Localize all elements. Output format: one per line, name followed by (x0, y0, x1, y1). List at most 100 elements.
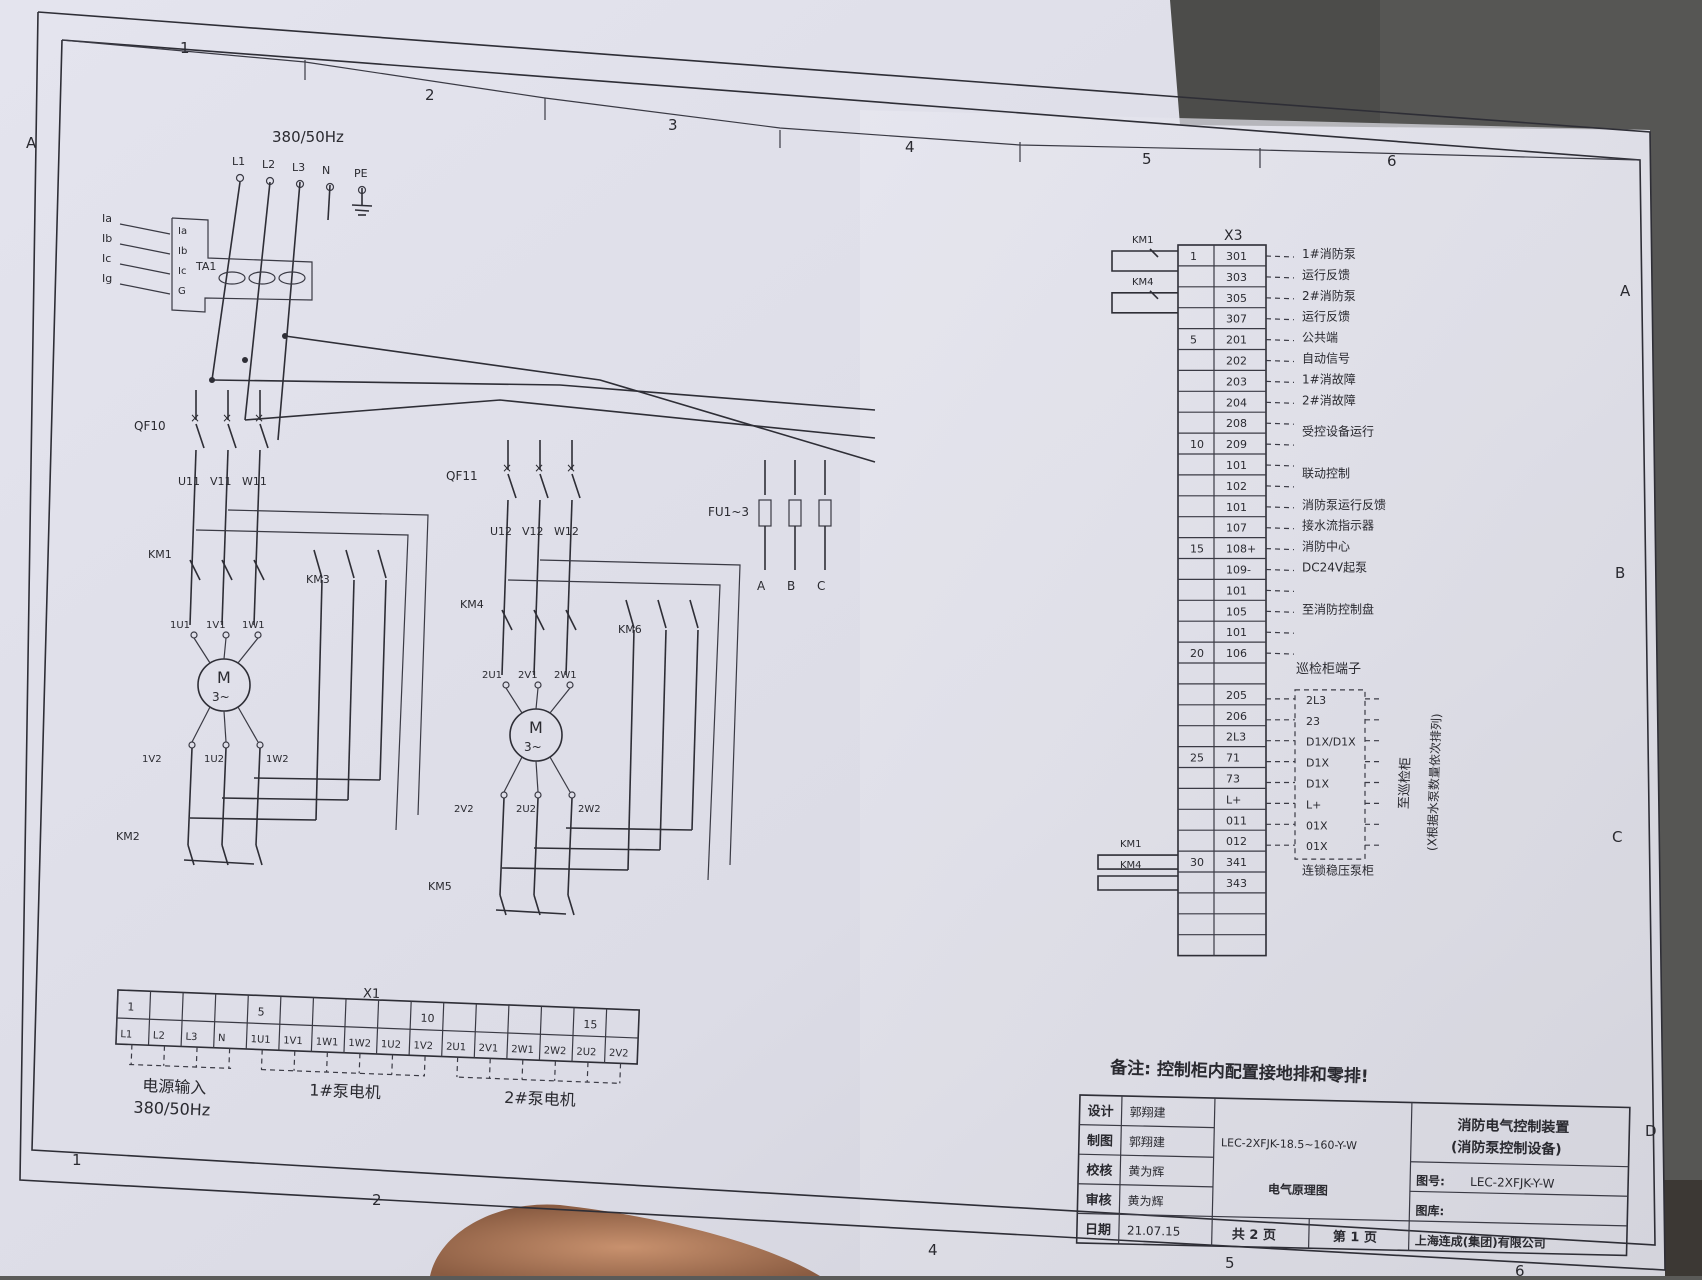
x3-terminal: 208 (1226, 417, 1247, 430)
motor-bottom-term: 2V2 (454, 804, 474, 815)
x1-col-line (506, 1004, 510, 1060)
x3-terminal: 108+ (1226, 543, 1256, 556)
x1-lead (130, 1044, 133, 1065)
delta-wire (627, 629, 635, 871)
x1-index-number: 5 (257, 1005, 264, 1018)
contactor-delta-switch (377, 549, 387, 579)
ct-input-label: Ib (102, 232, 112, 245)
title-row-line (1409, 1220, 1628, 1227)
x3-annotation: 接水流指示器 (1302, 518, 1374, 533)
title-library-label: 图库: (1415, 1203, 1444, 1219)
breaker-out-label: U12 (490, 525, 512, 538)
x1-lead (326, 1052, 328, 1073)
title-row-label: 制图 (1087, 1133, 1113, 1150)
title-row-name: 郭翔建 (1129, 1135, 1165, 1150)
x1-col-line (213, 993, 217, 1048)
x3-output-lead (1265, 652, 1295, 655)
x3-inspection-term: 01X (1306, 819, 1328, 832)
fuse-out-label: C (817, 579, 825, 593)
delta-wire (347, 579, 355, 801)
ct-coil (248, 271, 276, 285)
x3-contact-label: KM4 (1132, 277, 1154, 288)
x3-terminal: 305 (1226, 292, 1247, 305)
ct-input-label: Ig (102, 272, 112, 285)
x1-index-number: 15 (583, 1018, 597, 1032)
contactor-star-switch (499, 894, 507, 916)
paper-right-half (860, 110, 1665, 1276)
x1-lead (195, 1047, 198, 1068)
breaker-out-label: U11 (178, 475, 200, 488)
x3-terminal: 71 (1226, 752, 1240, 765)
x1-lead (423, 1055, 426, 1076)
motor-lead (535, 687, 539, 710)
x1-col-line (310, 997, 315, 1052)
x3-inspection-term: 2L3 (1306, 694, 1326, 707)
x3-terminal: 73 (1226, 773, 1240, 786)
x3-contact-loop (1097, 854, 1178, 870)
star-wire (499, 797, 505, 896)
x1-col-line (441, 1002, 445, 1057)
x3-terminal: 203 (1226, 375, 1247, 388)
x3-output-lead (1265, 380, 1295, 383)
breaker-contact-mark: × (254, 411, 264, 425)
breaker-label: QF10 (134, 419, 166, 433)
ct-input-label: Ic (102, 252, 111, 265)
x3-annotation: 至消防控制盘 (1302, 601, 1374, 616)
x3-annotation: 2#消防泵 (1302, 288, 1356, 303)
delta-wire (659, 629, 667, 851)
title-product-sub: (消防泵控制设备) (1451, 1138, 1562, 1158)
title-drawing-no: LEC-2XFJK-Y-W (1470, 1175, 1555, 1191)
contactor-star-switch (567, 894, 575, 916)
junction-dot (282, 333, 288, 339)
grid-col-label: 2 (425, 86, 435, 104)
x3-terminal: 202 (1226, 355, 1247, 368)
contactor-main-switch (533, 609, 545, 631)
x3-annotation: 受控设备运行 (1302, 425, 1374, 439)
x1-index-number: 10 (420, 1012, 434, 1026)
star-wire (221, 747, 227, 846)
ct-term-label: Ia (178, 226, 187, 237)
title-model: LEC-2XFJK-18.5~160-Y-W (1221, 1136, 1357, 1152)
breaker-contact-mark: × (502, 461, 512, 475)
x1-lead (293, 1050, 296, 1071)
delta-return (189, 817, 317, 821)
title-row-line (1077, 1183, 1213, 1188)
delta-loop (195, 529, 409, 831)
junction-dot (209, 377, 215, 383)
ct-input-wire (119, 283, 171, 295)
x1-col-line (473, 1003, 477, 1058)
grid-col-label: 3 (668, 116, 678, 134)
x3-terminal: 205 (1226, 689, 1247, 702)
x3-annotation: 联动控制 (1302, 466, 1350, 480)
title-row-line (1077, 1212, 1213, 1218)
phase-l1-wire (211, 181, 241, 381)
x3-terminal: 204 (1226, 396, 1247, 409)
grid-col-label: 4 (928, 1241, 938, 1259)
motor-bottom-term: 1W2 (266, 754, 289, 765)
delta-wire (691, 629, 699, 831)
x3-terminal: 101 (1226, 626, 1247, 639)
x3-annotation: 消防中心 (1302, 539, 1350, 554)
x1-title: X1 (363, 986, 381, 1002)
x1-terminal: 2U2 (576, 1047, 596, 1059)
x3-inspection-dest: 至巡检柜 (1397, 757, 1414, 810)
breaker-out-label: W11 (242, 475, 267, 488)
x1-lead (521, 1059, 524, 1080)
x1-terminal: L2 (153, 1030, 165, 1041)
x1-terminal: 1W2 (348, 1038, 371, 1050)
title-row-name: 黄为辉 (1128, 1164, 1164, 1179)
motor-top-term: 1V1 (206, 620, 226, 631)
breaker-switch (227, 423, 237, 449)
ct-input-wire (119, 243, 171, 255)
motor-lead (191, 706, 211, 743)
title-col-line (1307, 1218, 1310, 1249)
star-bridge (495, 909, 567, 915)
grid-col-label: 6 (1515, 1262, 1525, 1276)
x3-annotation: 自动信号 (1302, 352, 1350, 366)
breaker-label: QF11 (446, 469, 478, 483)
ct-term-label: Ic (178, 266, 186, 277)
x1-terminal: 2V2 (609, 1048, 629, 1060)
delta-loop (507, 579, 721, 881)
